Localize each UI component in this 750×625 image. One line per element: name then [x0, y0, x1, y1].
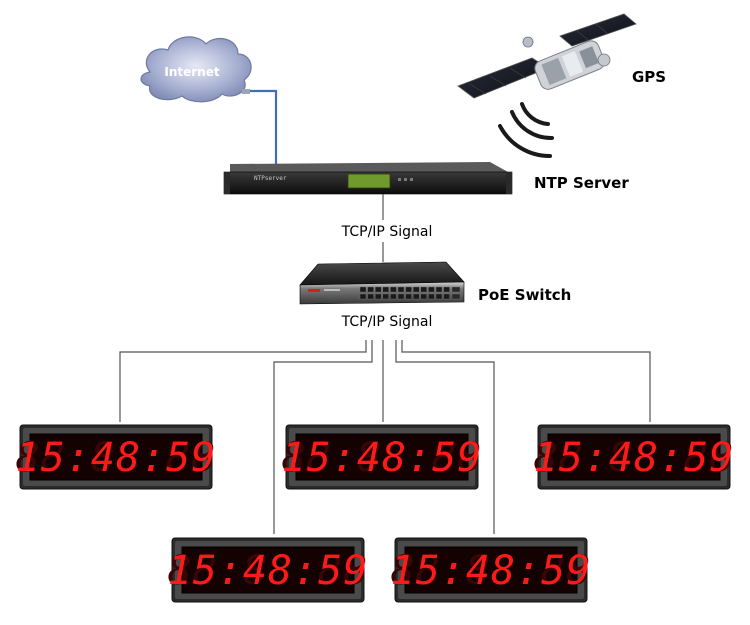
switch-port [397, 286, 405, 293]
clock-display [181, 546, 355, 594]
switch-port [443, 293, 450, 300]
internet-cable [242, 89, 278, 164]
server-top [230, 162, 508, 174]
gps-satellite-icon [457, 13, 637, 159]
switch-port [443, 286, 450, 293]
internet-cloud: Internet [140, 36, 252, 103]
switch-port [405, 286, 412, 293]
switch-port [420, 293, 427, 300]
signal-arc-middle [510, 110, 554, 141]
switch-uplink-port [451, 293, 461, 300]
switch-ports [359, 286, 461, 300]
switch-front [299, 281, 465, 305]
wire-to-clock-5 [395, 340, 495, 534]
rj45-plug [242, 89, 250, 94]
signal-label-lower: TCP/IP Signal [341, 314, 433, 330]
switch-port [382, 286, 389, 293]
server-lcd-display [347, 173, 391, 189]
clock-time: 15:48:59 [168, 548, 369, 594]
clock-time: 15:48:59 [534, 435, 735, 481]
poe-switch-unit [299, 261, 465, 305]
switch-port [397, 293, 405, 300]
ntp-server-unit: NTPserver [223, 162, 513, 195]
switch-port [405, 293, 412, 300]
distribution-wires [119, 340, 651, 534]
clock-time: 15:48:59 [282, 435, 483, 481]
ntp-server-label: NTP Server [534, 174, 629, 192]
clock-ghost-segments: 88:88:88 [391, 548, 592, 594]
signal-arc-outer [498, 124, 552, 159]
switch-port [413, 286, 420, 293]
internet-label: Internet [164, 65, 219, 79]
switch-port [390, 293, 397, 300]
switch-port [375, 293, 382, 300]
switch-port [390, 286, 397, 293]
clock-display [547, 433, 721, 481]
wire-to-clock-3 [401, 340, 651, 422]
clock-display [295, 433, 469, 481]
switch-port [428, 293, 435, 300]
clock-display [404, 546, 578, 594]
switch-port [367, 293, 374, 300]
signal-label-upper: TCP/IP Signal [341, 224, 433, 240]
clock-ghost-segments: 88:88:88 [16, 435, 217, 481]
wire-to-clock-4 [273, 340, 373, 534]
clock-ghost-segments: 88:88:88 [534, 435, 735, 481]
clock-ghost-segments: 88:88:88 [168, 548, 369, 594]
clock-time: 15:48:59 [391, 548, 592, 594]
clock-ghost-segments: 88:88:88 [282, 435, 483, 481]
gps-label: GPS [632, 68, 666, 86]
server-brand-text: NTPserver [254, 175, 287, 182]
cable-line [250, 89, 278, 164]
cloud-shape [140, 36, 252, 103]
switch-port [413, 293, 420, 300]
switch-port [428, 286, 435, 293]
switch-port [367, 286, 374, 293]
switch-port [420, 286, 427, 293]
switch-uplink-port [451, 286, 461, 293]
switch-port [359, 293, 367, 300]
switch-port [435, 286, 443, 293]
switch-port [382, 293, 389, 300]
clock-time: 15:48:59 [16, 435, 217, 481]
switch-port [435, 293, 443, 300]
clock-display [29, 433, 203, 481]
switch-top [299, 261, 465, 286]
switch-port [359, 286, 367, 293]
signal-arc-inner [520, 102, 550, 126]
poe-switch-label: PoE Switch [478, 286, 571, 304]
switch-port [375, 286, 382, 293]
wire-to-clock-1 [119, 340, 367, 422]
